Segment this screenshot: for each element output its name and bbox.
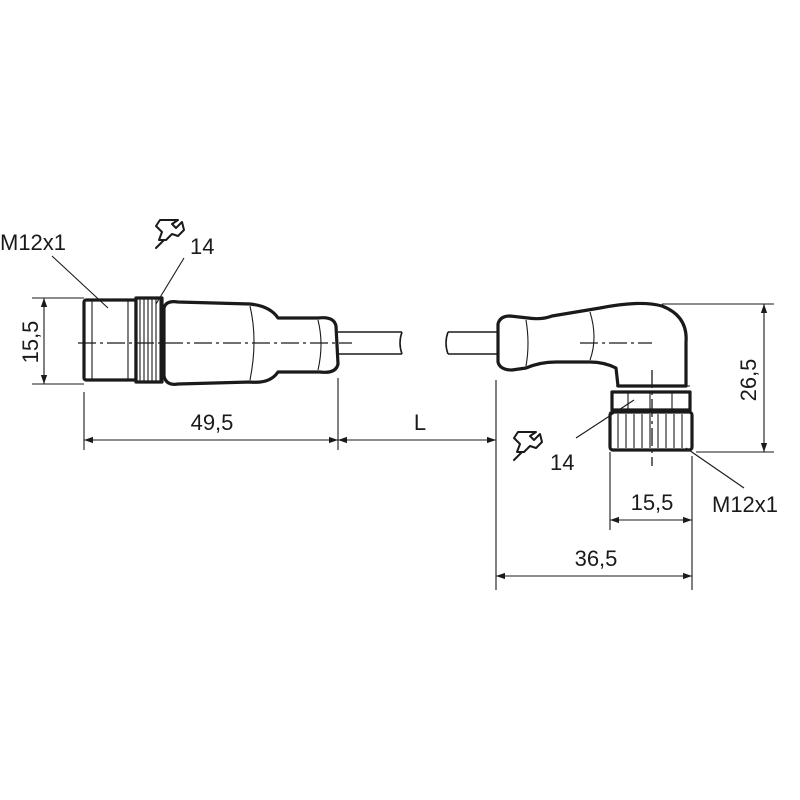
wrench-icon [155,219,185,249]
right-height-label: 26,5 [736,359,761,402]
dim-right-height: 26,5 [662,303,774,453]
cable-length-label: L [414,410,426,435]
dim-right-length: 36,5 [496,546,692,580]
right-thread-leader [685,447,745,489]
angled-connector-knurl [608,410,694,452]
right-wrench-leader [575,399,635,439]
dim-right-diameter: 15,5 [609,452,692,530]
left-length-label: 49,5 [191,410,234,435]
straight-connector-body [162,300,340,386]
straight-connector [82,296,340,386]
left-thread-leader [51,255,109,309]
left-diameter-label: 15,5 [18,321,43,364]
cable-left-segment [338,331,403,355]
straight-connector-knurl [134,296,164,384]
dim-left-diameter: 15,5 [18,297,84,385]
right-diameter-label: 15,5 [631,490,674,515]
dim-cable-length: L [338,410,496,444]
wrench-icon [513,431,543,461]
angled-connector-body [496,301,688,388]
angled-connector-hex [610,390,692,412]
dim-left-length: 49,5 [84,410,338,444]
left-wrench-leader [155,257,185,305]
left-wrench-size-label: 14 [190,234,214,259]
right-wrench-size-label: 14 [550,450,574,475]
angled-connector [496,301,694,452]
left-thread-label: M12x1 [0,230,66,255]
right-length-label: 36,5 [575,546,618,571]
cable-right-segment [445,331,500,355]
right-thread-label: M12x1 [712,492,778,517]
